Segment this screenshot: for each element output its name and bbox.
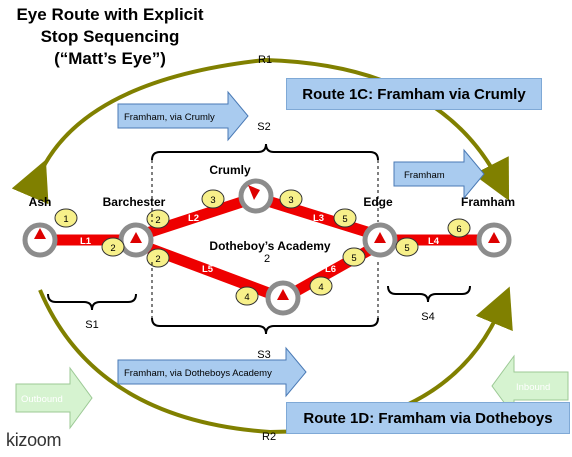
seq-barchester-left: 2: [110, 243, 115, 254]
stop-framham-name: Framham: [461, 195, 515, 209]
segment-s4-label: S4: [421, 311, 434, 323]
arrow-outbound: Outbound: [15, 366, 93, 430]
stop-ash-marker: [22, 222, 58, 258]
seq-edge-right: 5: [404, 243, 409, 254]
brace-s1: [47, 293, 137, 311]
seq-oval-crumly-left: [201, 189, 225, 209]
stop-edge-marker: [362, 222, 398, 258]
segment-braces: [47, 143, 471, 335]
stop-dotheboys-number: 2: [264, 253, 270, 265]
arrow-inbound: Inbound: [491, 354, 569, 418]
seq-oval-dotheboys-right: [309, 276, 333, 296]
stop-barchester-name: Barchester: [103, 195, 166, 209]
route-1c-box: Route 1C: Framham via Crumly: [286, 78, 542, 110]
brace-s2: [151, 143, 379, 161]
segment-s2-label: S2: [257, 121, 270, 133]
segment-s1-label: S1: [85, 319, 98, 331]
seq-dotheboys-left: 4: [244, 292, 249, 303]
title-line-3: (“Matt’s Eye”): [54, 49, 166, 68]
seq-framham: 6: [456, 224, 461, 235]
route-r2-arc: [38, 286, 513, 435]
leg-l3-label: L3: [313, 213, 324, 224]
kizoom-logo: kizoom: [6, 430, 62, 450]
brace-s3: [151, 317, 379, 335]
stop-ash-name: Ash: [29, 195, 52, 209]
seq-crumly-right: 3: [288, 195, 293, 206]
stop-barchester-marker: [118, 222, 154, 258]
leg-l4-label: L4: [428, 236, 440, 247]
arrow-framham-label: Framham: [404, 170, 445, 181]
seq-oval-edge-right: [395, 237, 419, 257]
route-r1-label: R1: [258, 54, 272, 66]
title-line-2: Stop Sequencing: [41, 27, 180, 46]
route-r2-label: R2: [262, 431, 276, 443]
seq-oval-barchester-left: [101, 237, 125, 257]
arrow-outbound-label: Outbound: [21, 394, 63, 405]
segment-guides: [151, 160, 379, 318]
seq-barchester-down: 2: [155, 254, 160, 265]
arrow-inbound-label: Inbound: [516, 382, 550, 393]
stop-crumly-name: Crumly: [209, 163, 251, 177]
seq-edge-up: 5: [342, 214, 347, 225]
arrow-via-crumly-label: Framham, via Crumly: [124, 112, 215, 123]
seq-ash: 1: [63, 214, 68, 225]
stop-dotheboys-marker: [265, 280, 301, 316]
arrow-framham: Framham: [393, 148, 485, 200]
seq-crumly-left: 3: [210, 195, 215, 206]
seq-barchester-up: 2: [155, 215, 160, 226]
leg-l6-label: L6: [325, 264, 336, 275]
leg-l5-label: L5: [202, 264, 214, 275]
seq-oval-edge-up: [333, 208, 357, 228]
stop-crumly-marker: [238, 178, 274, 214]
leg-l3: [256, 192, 382, 242]
seq-oval-crumly-right: [279, 189, 303, 209]
title-line-1: Eye Route with Explicit: [16, 5, 203, 24]
seq-oval-edge-down: [342, 247, 366, 267]
seq-edge-down: 5: [351, 253, 356, 264]
segment-s3-label: S3: [257, 349, 270, 361]
leg-l2: [136, 192, 256, 242]
arrow-via-crumly: Framham, via Crumly: [117, 90, 249, 142]
arrow-via-dotheboys-label: Framham, via Dotheboys Academy: [124, 368, 272, 379]
stop-dotheboys-name: Dotheboy’s Academy: [209, 239, 330, 253]
seq-dotheboys-right: 4: [318, 282, 323, 293]
seq-oval-dotheboys-left: [235, 286, 259, 306]
seq-oval-ash: [54, 208, 78, 228]
leg-l1-label: L1: [80, 236, 92, 247]
route-1d-box: Route 1D: Framham via Dotheboys: [286, 402, 570, 434]
brace-s4: [387, 285, 471, 303]
seq-oval-framham: [447, 218, 471, 238]
stop-framham-marker: [476, 222, 512, 258]
leg-l2-label: L2: [188, 213, 199, 224]
route-r1-arc: [11, 57, 510, 205]
arrow-via-dotheboys: Framham, via Dotheboys Academy: [117, 346, 307, 398]
